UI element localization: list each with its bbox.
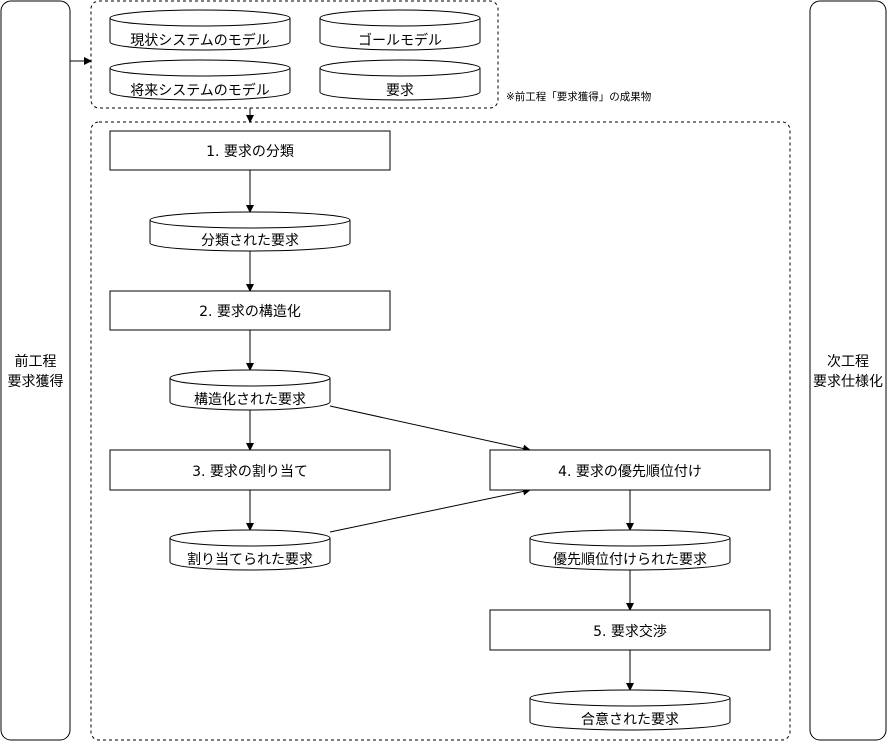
arrow-artifact3-to-step4 <box>329 487 531 533</box>
artifact-structured-requirements: 構造化された要求 <box>169 369 331 411</box>
prev-phase-panel: 前工程 要求獲得 <box>0 0 71 741</box>
step-4-box <box>489 449 771 491</box>
next-phase-label-2: 要求仕様化 <box>813 374 883 390</box>
step-2-label: 2. 要求の構造化 <box>199 304 301 320</box>
input-goal-model: ゴールモデル <box>319 9 481 51</box>
prev-phase-label-2: 要求獲得 <box>8 373 64 390</box>
input-label: 現状システムのモデル <box>130 32 270 49</box>
input-label: ゴールモデル <box>358 32 442 49</box>
step-5-label: 5. 要求交渉 <box>593 623 667 640</box>
arrow-artifact2-to-step4 <box>329 405 531 453</box>
step-3-box <box>109 449 391 491</box>
input-requirements: 要求 <box>319 59 481 101</box>
step-1-label: 1. 要求の分類 <box>206 144 294 160</box>
artifact-4-label: 優先順位付けられた要求 <box>553 552 707 568</box>
artifact-2-label: 構造化された要求 <box>194 392 306 408</box>
input-label: 将来システムのモデル <box>130 82 270 99</box>
input-label: 要求 <box>386 83 414 99</box>
input-artifacts-group <box>90 0 499 109</box>
next-phase-label-1: 次工程 <box>827 354 869 370</box>
input-note: ※前工程「要求獲得」の成果物 <box>506 90 651 103</box>
step-1-box <box>109 130 391 171</box>
step-5-box <box>489 609 771 651</box>
step-2-box <box>109 290 391 331</box>
process-group <box>90 121 791 741</box>
next-phase-panel: 次工程 要求仕様化 <box>809 0 887 741</box>
input-future-system-model: 将来システムのモデル <box>109 59 291 101</box>
artifact-allocated-requirements: 割り当てられた要求 <box>169 529 331 571</box>
artifact-1-label: 分類された要求 <box>201 233 299 249</box>
artifact-prioritized-requirements: 優先順位付けられた要求 <box>529 529 731 571</box>
input-current-system-model: 現状システムのモデル <box>109 9 291 51</box>
artifact-3-label: 割り当てられた要求 <box>187 551 313 568</box>
artifact-5-label: 合意された要求 <box>581 711 679 728</box>
step-3-label: 3. 要求の割り当て <box>192 463 308 480</box>
step-4-label: 4. 要求の優先順位付け <box>558 464 702 480</box>
artifact-agreed-requirements: 合意された要求 <box>529 689 731 731</box>
artifact-classified-requirements: 分類された要求 <box>149 211 351 252</box>
prev-phase-label-1: 前工程 <box>15 353 57 370</box>
